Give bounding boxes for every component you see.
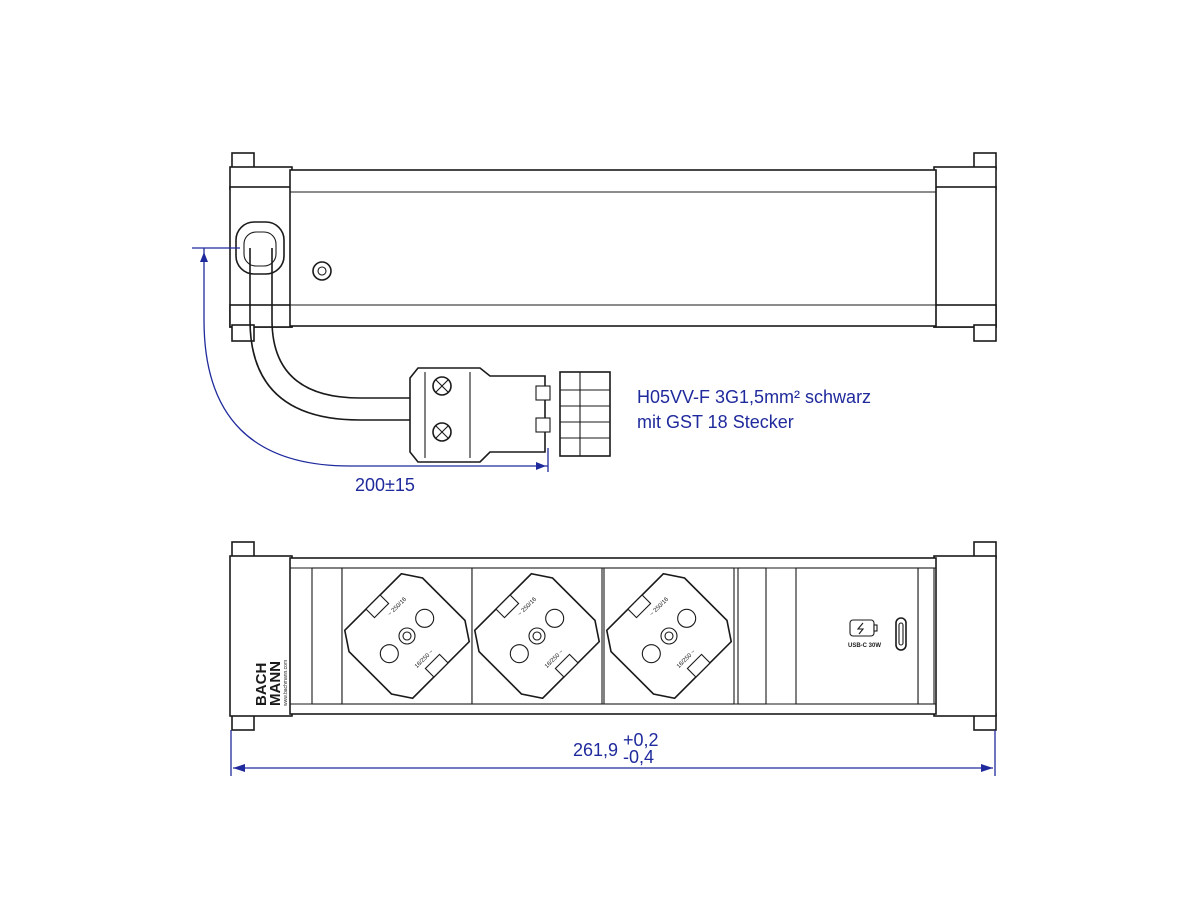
cable-length-label: 200±15 xyxy=(355,475,415,495)
schuko-socket-icon: 16/250 ~~ 250/16 xyxy=(473,572,601,700)
top-view: 200±15 H05VV-F 3G1,5mm² schwarz mit GST … xyxy=(192,152,997,495)
cable-note-line2: mit GST 18 Stecker xyxy=(637,412,794,432)
cable-note-line1: H05VV-F 3G1,5mm² schwarz xyxy=(637,387,871,407)
total-length-tol-lower: -0,4 xyxy=(623,747,654,767)
schuko-socket-icon: 16/250 ~~ 250/16 xyxy=(605,572,733,700)
total-length-tol-upper: +0,2 xyxy=(623,730,659,750)
usb-label: USB-C 30W xyxy=(848,643,881,649)
gst18-connector xyxy=(409,367,611,463)
socket-module: 16/250 ~~ 250/16 xyxy=(603,567,735,705)
cable-length-dimension: 200±15 xyxy=(192,247,549,495)
brand-line1: BACH xyxy=(253,663,270,706)
brand-url: www.bachmann.com xyxy=(283,660,289,706)
front-view: BACH MANN www.bachmann.com 16/250 ~~ 250… xyxy=(229,541,997,776)
brand-line2: MANN xyxy=(267,661,284,706)
socket-module: 16/250 ~~ 250/16 xyxy=(471,567,603,705)
total-length-dimension: 261,9 +0,2 -0,4 xyxy=(230,730,996,776)
usb-c-port-icon xyxy=(895,617,907,651)
schuko-socket-icon: 16/250 ~~ 250/16 xyxy=(343,572,471,700)
usb-module: USB-C 30W xyxy=(795,567,919,705)
total-length-label: 261,9 xyxy=(573,740,618,760)
socket-module: 16/250 ~~ 250/16 xyxy=(341,567,473,705)
usb-charging-icon xyxy=(849,619,878,637)
